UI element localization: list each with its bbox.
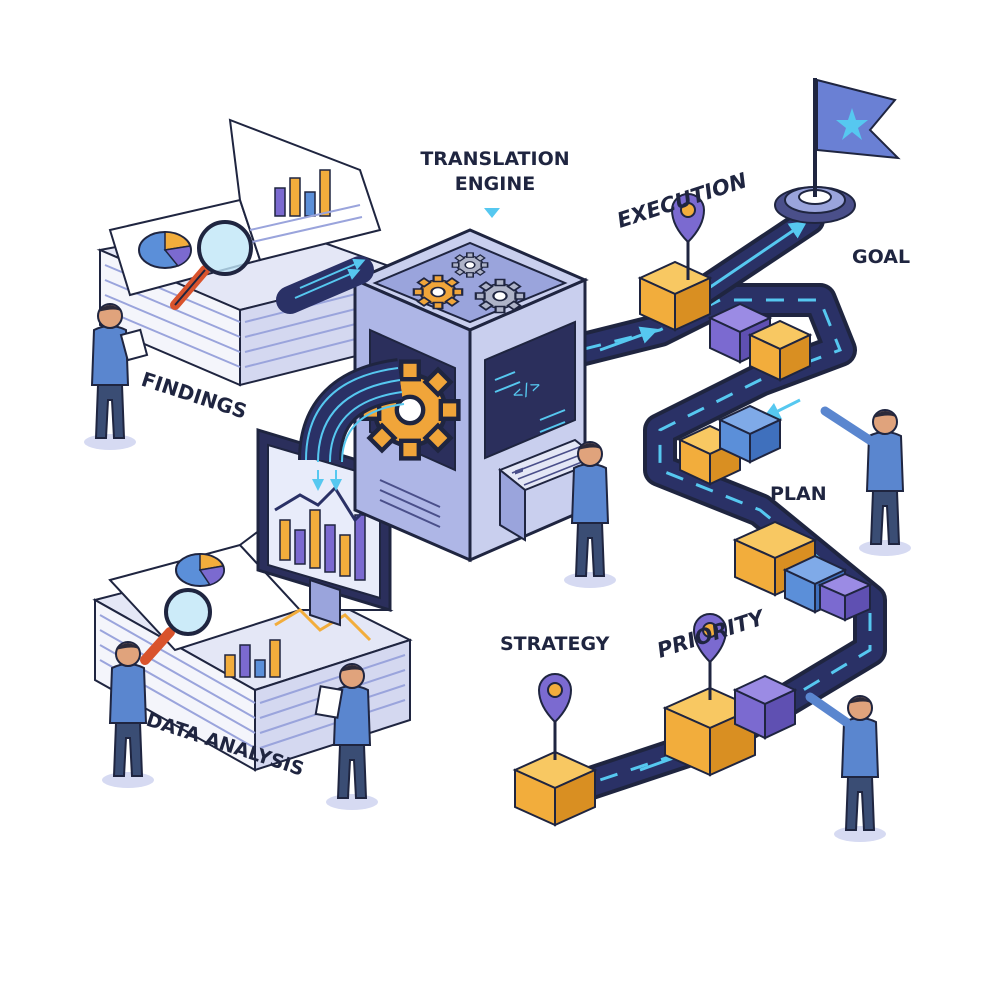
map-pin-icon — [537, 672, 573, 762]
label-goal: GOAL — [852, 246, 910, 268]
arrow-icon — [484, 208, 500, 218]
label-translation-engine-2: ENGINE — [455, 173, 535, 195]
label-strategy: STRATEGY — [500, 633, 610, 655]
input-streams — [276, 256, 405, 491]
gear-icon — [412, 274, 464, 310]
star-flag-icon — [836, 108, 868, 140]
gear-icon — [451, 252, 489, 278]
person-findings — [83, 303, 149, 451]
findings-document-stack — [96, 118, 404, 387]
magnifier-icon — [140, 588, 212, 665]
flow-path — [553, 205, 887, 807]
translation-engine: </> — [351, 228, 602, 563]
person-priority — [805, 692, 887, 843]
goal-flag — [774, 78, 901, 224]
path-blocks — [512, 260, 873, 827]
block-execution — [637, 260, 813, 382]
label-plan: PLAN — [770, 483, 827, 505]
block-priority — [662, 674, 798, 777]
gear-icon — [474, 278, 526, 314]
block-plan — [732, 520, 873, 622]
block-middle — [677, 404, 783, 486]
person-data-right — [314, 663, 379, 811]
label-translation-engine-1: TRANSLATION — [420, 148, 569, 170]
person-plan — [820, 406, 912, 557]
magnifier-icon — [170, 220, 253, 310]
block-strategy — [512, 750, 598, 827]
